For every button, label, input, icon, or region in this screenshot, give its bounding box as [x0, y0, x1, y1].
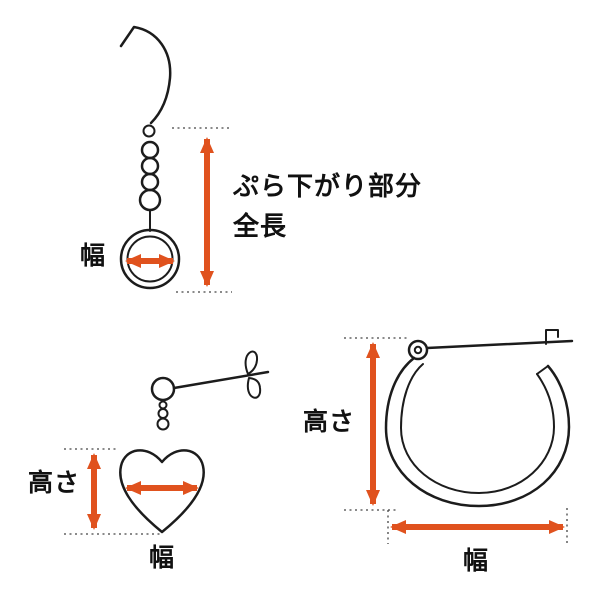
bead [138, 188, 162, 212]
ring-outer [119, 228, 181, 290]
hoop-earring-drawing [384, 329, 574, 508]
hook-earring-drawing [119, 25, 181, 290]
measurement-arrows [87, 137, 565, 534]
bead [157, 408, 169, 419]
heart-height-label: 高さ [28, 468, 81, 497]
latch-bar [425, 339, 574, 350]
clasp-notch [545, 329, 559, 345]
bead [158, 400, 168, 410]
hook-width-label: 幅 [80, 241, 107, 270]
extent-dotted-lines [64, 127, 568, 544]
stud-post [172, 370, 270, 390]
dangle-length-label-line2: 全長 [233, 212, 288, 242]
stud-heart-earring-drawing [119, 350, 270, 534]
bead [156, 417, 170, 431]
hinge-inner [413, 345, 423, 355]
heart-outline [119, 449, 205, 534]
butterfly-back-lower-wing [246, 377, 262, 399]
hinge-outer [407, 339, 429, 361]
hoop-height-label: 高さ [303, 407, 356, 436]
butterfly-back-upper-wing [244, 350, 259, 375]
ear-hook-wire [119, 25, 172, 125]
hoop-width-label: 幅 [463, 546, 490, 575]
hoop-inner-edge [400, 363, 555, 494]
bead [140, 140, 160, 160]
hoop-end-cap [536, 365, 549, 375]
bead [140, 172, 160, 192]
hoop-outer-edge [384, 356, 571, 508]
stud-ball [150, 376, 176, 402]
hook-loop [142, 124, 156, 138]
heart-width-label: 幅 [149, 543, 176, 572]
bead [140, 156, 160, 176]
dangle-length-label-line1: ぷら下がり部分 [233, 172, 423, 202]
